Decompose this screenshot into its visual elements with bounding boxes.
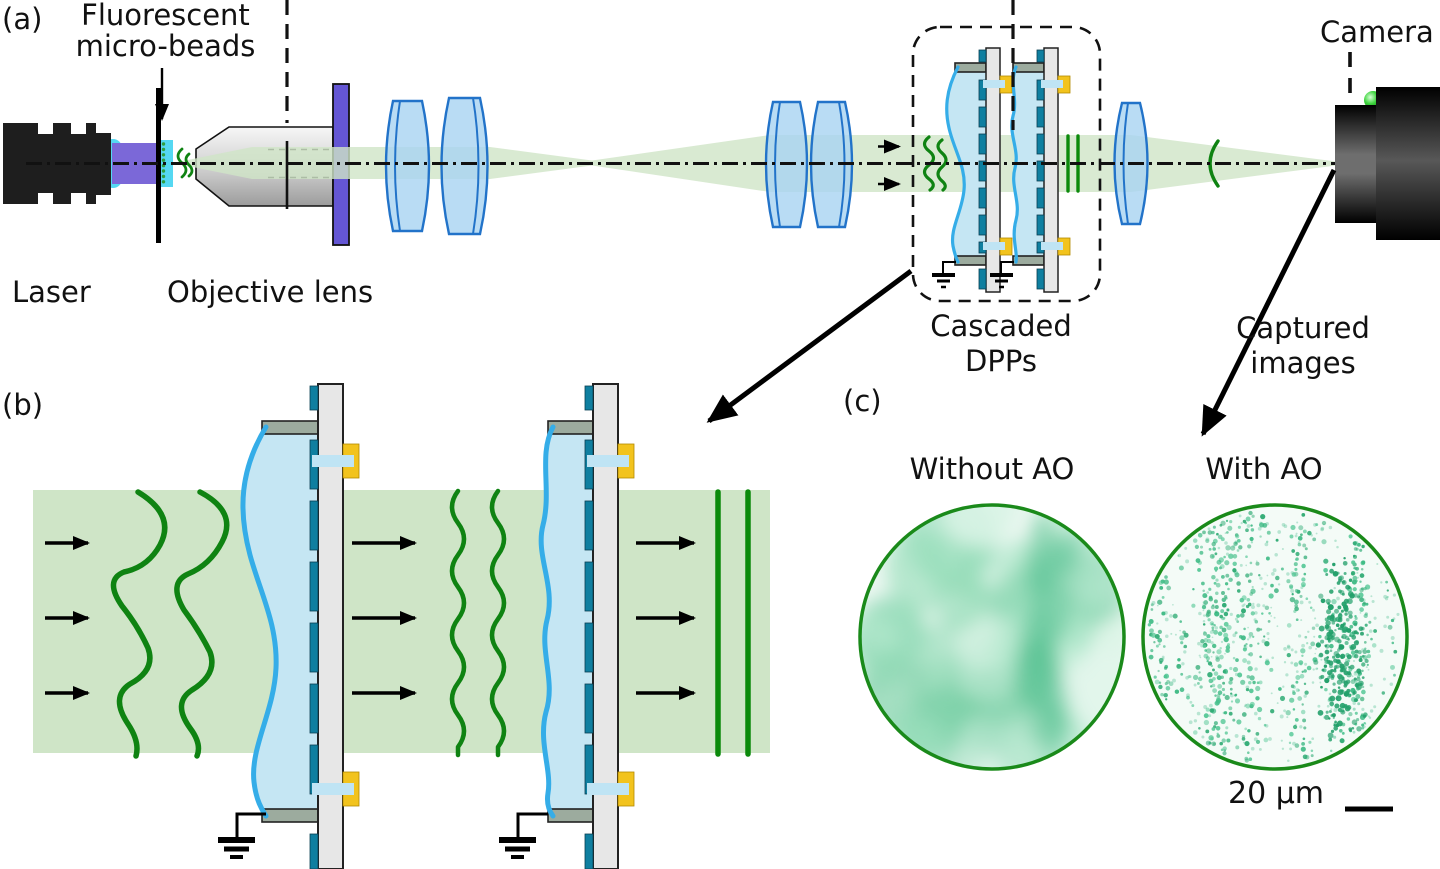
fluorescent-microbeads-label: Fluorescent micro-beads xyxy=(75,0,256,63)
propagation-arrows xyxy=(45,536,696,700)
ground-symbol xyxy=(990,261,1014,289)
ground-symbol xyxy=(499,812,548,859)
aberrated-wavefronts xyxy=(110,489,230,759)
panel-c-label: (c) xyxy=(843,384,882,418)
arrow-to-panel-b xyxy=(706,268,913,424)
objective-lens-label: Objective lens xyxy=(167,275,374,309)
camera-body xyxy=(1376,87,1440,240)
beam-band xyxy=(33,490,770,753)
lens-2 xyxy=(440,96,489,236)
dpp-electrodes xyxy=(978,49,987,290)
micro-beads-dots xyxy=(161,142,166,184)
with-ao-label: With AO xyxy=(1205,452,1323,486)
camera-label: Camera xyxy=(1320,15,1434,49)
panel-b-label: (b) xyxy=(2,388,44,422)
panel-b-dpp-detail xyxy=(33,383,770,869)
camera-lens-barrel xyxy=(1335,105,1377,223)
ground-symbol xyxy=(218,812,266,859)
dpp-2-detail xyxy=(499,383,635,869)
dpp-1-detail xyxy=(218,383,360,869)
panel-a-label: (a) xyxy=(2,2,43,36)
cascaded-dpps-label: Cascaded DPPs xyxy=(930,309,1072,378)
with-ao-image xyxy=(1141,503,1409,771)
without-ao-image xyxy=(858,503,1126,771)
panel-a-setup xyxy=(3,0,1440,303)
arrow-to-captured-image xyxy=(1200,168,1337,437)
dpp-electrodes xyxy=(1036,49,1045,290)
laser-label: Laser xyxy=(12,275,91,309)
captured-images-label: Captured images xyxy=(1236,311,1370,380)
panel-c-images xyxy=(858,503,1409,812)
converging-wavefront-arc xyxy=(1208,139,1220,188)
flat-wavefronts xyxy=(715,489,751,757)
ground-symbol xyxy=(932,261,956,289)
camera-device xyxy=(1335,87,1440,240)
lens-1 xyxy=(384,99,431,233)
without-ao-label: Without AO xyxy=(909,452,1075,486)
propagation-arrows xyxy=(878,139,901,191)
partially-corrected-wavefronts xyxy=(449,488,507,758)
scale-bar-label: 20 µm xyxy=(1228,776,1325,811)
